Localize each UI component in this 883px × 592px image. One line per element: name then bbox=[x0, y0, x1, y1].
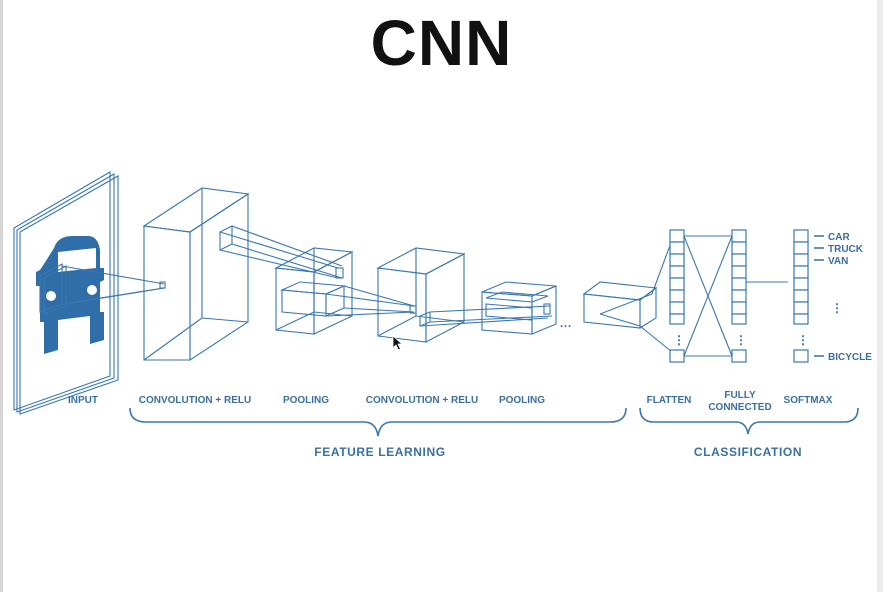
softmax-column: ⋮ bbox=[793, 229, 810, 363]
conv1-volume bbox=[142, 187, 343, 362]
output-label-bicycle: BICYCLE bbox=[828, 352, 872, 363]
flatten-vertical-ellipsis: ⋮ bbox=[673, 333, 686, 347]
conv2-volume bbox=[376, 247, 553, 343]
output-label-truck: TRUCK bbox=[828, 244, 864, 255]
output-labels: CAR TRUCK VAN ⋮ BICYCLE bbox=[814, 232, 872, 363]
label-fully: FULLY bbox=[724, 390, 756, 401]
feature-learning-brace bbox=[129, 407, 627, 437]
output-vertical-ellipsis: ⋮ bbox=[831, 301, 844, 315]
fc-vertical-ellipsis: ⋮ bbox=[735, 333, 748, 347]
label-pool1: POOLING bbox=[283, 395, 329, 406]
input-conv1-connection bbox=[61, 265, 166, 305]
label-conv1: CONVOLUTION + RELU bbox=[139, 395, 252, 406]
classification-brace bbox=[639, 407, 859, 435]
feature-learning-label: FEATURE LEARNING bbox=[314, 445, 445, 459]
label-pool2: POOLING bbox=[499, 395, 545, 406]
flatten-column: ⋮ bbox=[669, 229, 686, 363]
layer-labels: INPUT CONVOLUTION + RELU POOLING CONVOLU… bbox=[68, 390, 833, 413]
softmax-vertical-ellipsis: ⋮ bbox=[797, 333, 810, 347]
layer-ellipsis: ... bbox=[560, 316, 572, 330]
pool1-volume bbox=[274, 247, 415, 335]
label-softmax: SOFTMAX bbox=[784, 395, 833, 406]
label-input: INPUT bbox=[68, 395, 98, 406]
fully-connected-column: ⋮ bbox=[731, 229, 748, 363]
label-connected: CONNECTED bbox=[708, 402, 771, 413]
pool2-volume: ... bbox=[481, 281, 572, 335]
input-image bbox=[13, 171, 119, 415]
output-label-car: CAR bbox=[828, 232, 850, 243]
window-left-edge bbox=[0, 0, 3, 592]
car-icon bbox=[36, 236, 104, 354]
slide-title: CNN bbox=[370, 7, 513, 79]
output-label-van: VAN bbox=[828, 256, 848, 267]
label-conv2: CONVOLUTION + RELU bbox=[366, 395, 479, 406]
window-right-edge bbox=[877, 0, 883, 592]
flatten-fc-connections bbox=[683, 235, 733, 357]
final-feature-volume bbox=[582, 239, 673, 353]
mouse-cursor-icon bbox=[392, 335, 404, 351]
classification-label: CLASSIFICATION bbox=[694, 445, 802, 459]
label-flatten: FLATTEN bbox=[647, 395, 692, 406]
